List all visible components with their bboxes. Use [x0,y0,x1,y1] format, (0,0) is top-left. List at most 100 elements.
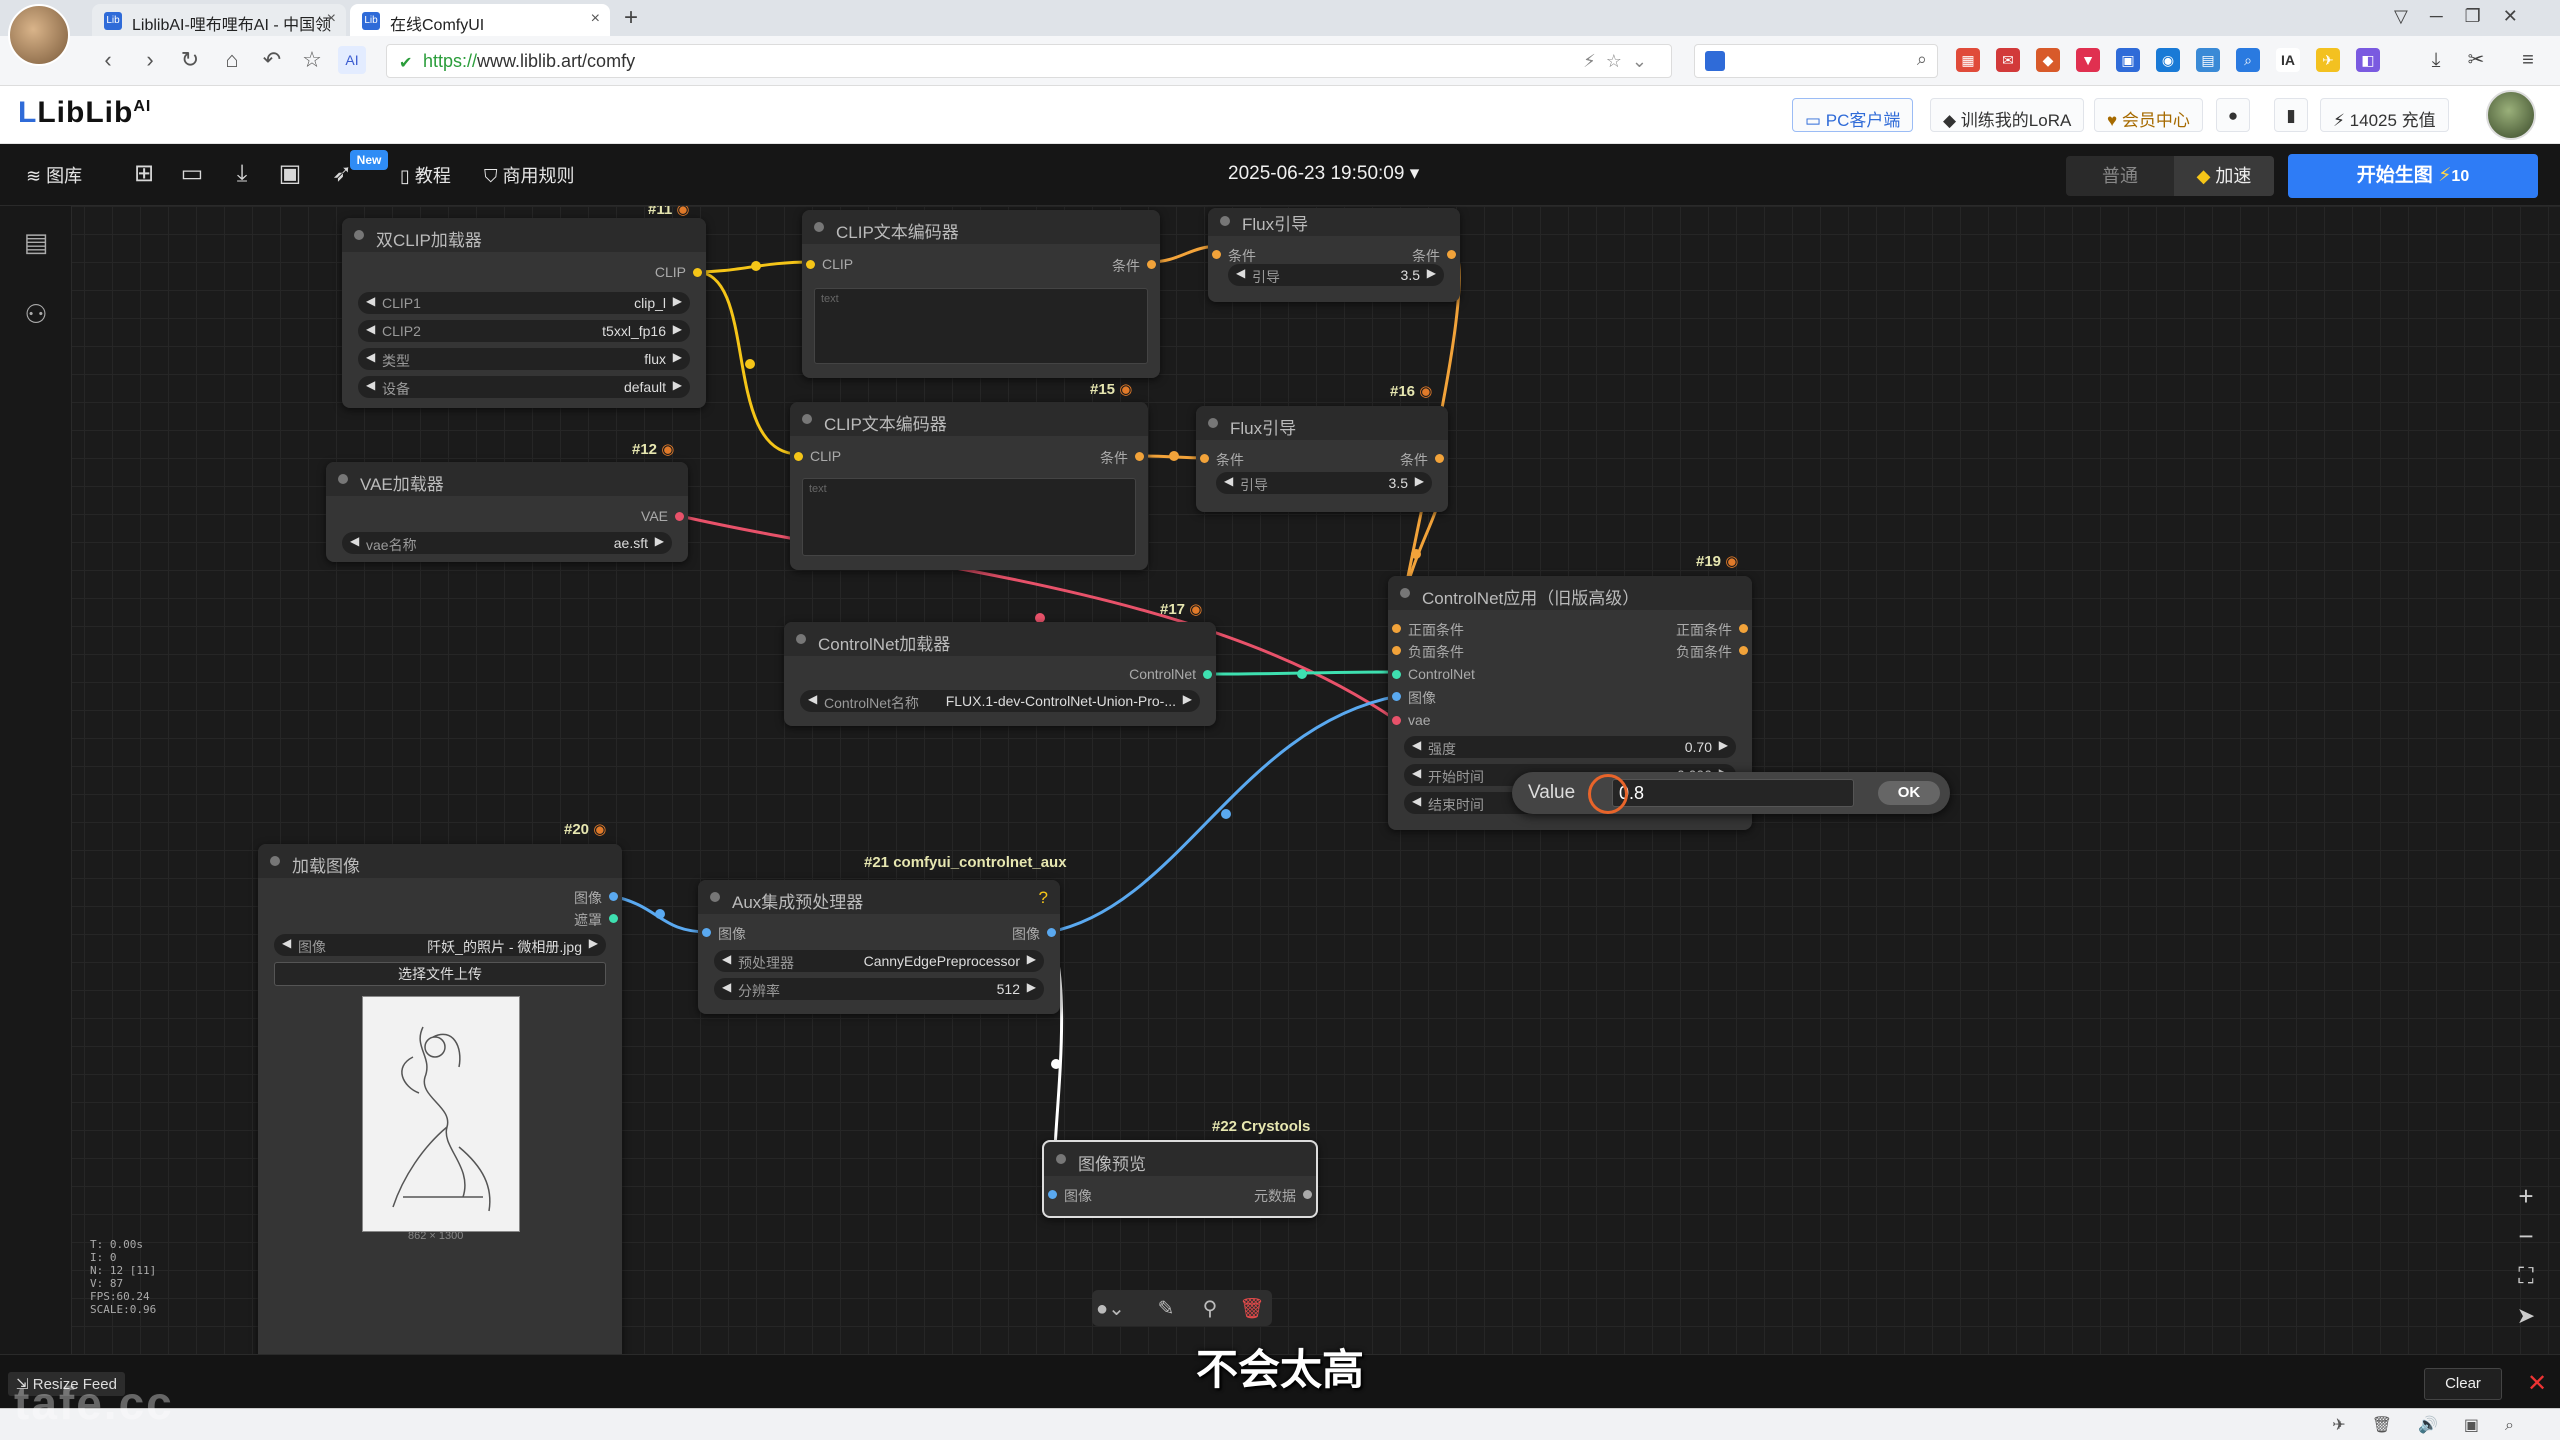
new-workflow-icon[interactable]: ⊞ [133,160,155,187]
output-conditioning[interactable]: 条件 [1400,450,1448,470]
zoom-in-icon[interactable]: + [2518,1181,2534,1211]
extension-pocket-icon[interactable]: ▼ [2076,48,2100,72]
port-dot-icon[interactable] [1392,670,1401,679]
output-clip[interactable]: CLIP [655,264,706,280]
reload-icon[interactable]: ↻ [180,47,200,72]
output-image[interactable]: 图像 [1012,924,1060,944]
port-dot-icon[interactable] [806,260,815,269]
extension-blue-icon[interactable]: ▣ [2116,48,2140,72]
browser-tab-comfyui[interactable]: Lib 在线ComfyUI × [350,4,610,36]
address-bar[interactable]: ✔ https://www.liblib.art/comfy ⚡☆⌄ [386,44,1672,78]
pc-client-button[interactable]: ▭ PC客户端 [1792,98,1914,132]
port-dot-icon[interactable] [1392,646,1401,655]
collapse-dot-icon[interactable] [1208,418,1218,428]
collapse-dot-icon[interactable] [796,634,806,644]
input-clip[interactable]: CLIP [790,448,841,464]
node-title[interactable]: 图像预览 [1044,1142,1316,1176]
menu-icon[interactable]: ≡ [2522,49,2534,71]
ai-icon[interactable]: AI [338,46,366,74]
save-icon[interactable]: ▣ [278,160,302,187]
port-dot-icon[interactable] [1200,454,1209,463]
help-icon[interactable]: ? [1038,888,1048,907]
output-controlnet[interactable]: ControlNet [1129,666,1216,682]
resize-feed-button[interactable]: ⇲ Resize Feed [8,1372,125,1396]
node-title[interactable]: Flux引导 [1196,406,1448,440]
extension-window-icon[interactable]: ▤ [2196,48,2220,72]
collapse-dot-icon[interactable] [338,474,348,484]
output-conditioning[interactable]: 条件 [1412,246,1460,266]
output-mask[interactable]: 遮罩 [574,910,622,930]
mode-fast-button[interactable]: ◆ 加速 [2174,156,2274,196]
extension-ia-icon[interactable]: IA [2276,48,2300,72]
extension-red-icon[interactable]: ✉ [1996,48,2020,72]
input-positive[interactable]: 正面条件 [1388,620,1464,640]
collapse-dot-icon[interactable] [1220,216,1230,226]
download-icon[interactable]: ⤓ [236,160,248,187]
port-dot-icon[interactable] [1739,624,1748,633]
folder-icon[interactable]: ▮ [2274,98,2308,132]
train-lora-button[interactable]: ◆ 训练我的LoRA [1930,98,2085,132]
mode-normal-button[interactable]: 普通 [2066,156,2174,196]
scissors-icon[interactable]: ✂ [2467,49,2485,71]
fit-view-icon[interactable]: ⛶ [2518,1263,2534,1288]
download-icon[interactable]: ⤓ [2431,49,2441,71]
value-input[interactable] [1612,779,1854,807]
output-negative[interactable]: 负面条件 [1676,642,1752,662]
close-tab-icon[interactable]: × [590,10,600,27]
node-image-preview[interactable]: 图像预览 图像 元数据 [1042,1140,1318,1218]
input-image[interactable]: 图像 [1044,1186,1092,1206]
port-dot-icon[interactable] [1048,1190,1057,1199]
node-clip-text-encoder-1[interactable]: CLIP文本编码器 CLIP 条件 text [802,210,1160,378]
port-dot-icon[interactable] [693,268,702,277]
clear-button[interactable]: Clear [2424,1368,2502,1400]
input-vae[interactable]: vae [1388,712,1431,728]
node-title[interactable]: Flux引导 [1208,208,1460,236]
locate-icon[interactable]: ➤ [2516,1303,2536,1328]
node-title[interactable]: 加载图像 [258,844,622,878]
input-conditioning[interactable]: 条件 [1208,246,1256,266]
value-ok-button[interactable]: OK [1878,781,1940,805]
node-controlnet-apply[interactable]: ControlNet应用（旧版高级） 正面条件 负面条件 ControlNet … [1388,576,1752,830]
output-vae[interactable]: VAE [641,508,688,524]
open-folder-icon[interactable]: ▭ [180,160,204,187]
browser-tab-liblib[interactable]: Lib LiblibAI-哩布哩布AI - 中国领 × [92,4,346,36]
node-title[interactable]: CLIP文本编码器 [802,210,1160,244]
input-image[interactable]: 图像 [1388,688,1436,708]
user-avatar[interactable] [2486,90,2536,140]
port-dot-icon[interactable] [1303,1190,1312,1199]
port-dot-icon[interactable] [675,512,684,521]
pin-icon[interactable]: ⚲ [1202,1298,1218,1320]
collapse-dot-icon[interactable] [270,856,280,866]
port-dot-icon[interactable] [1435,454,1444,463]
port-dot-icon[interactable] [609,914,618,923]
color-picker-icon[interactable]: ●⌄ [1096,1298,1125,1320]
bypass-icon[interactable]: ✎ [1157,1298,1175,1320]
collapse-dot-icon[interactable] [1400,588,1410,598]
new-tab-icon[interactable]: + [624,4,639,31]
port-dot-icon[interactable] [1392,716,1401,725]
port-dot-icon[interactable] [1739,646,1748,655]
output-image[interactable]: 图像 [574,888,622,908]
extension-grid-icon[interactable]: ▦ [1956,48,1980,72]
generate-button[interactable]: 开始生图 ⚡10 [2288,154,2538,198]
port-dot-icon[interactable] [1135,452,1144,461]
minimize-icon[interactable]: ─ [2429,6,2465,26]
collapse-dot-icon[interactable] [710,892,720,902]
node-clip-text-encoder-2[interactable]: CLIP文本编码器 CLIP 条件 text [790,402,1148,570]
liblib-logo[interactable]: LLibLibAI [18,96,151,130]
extension-purple-icon[interactable]: ◧ [2356,48,2380,72]
home-icon[interactable]: ⌂ [225,47,239,72]
input-controlnet[interactable]: ControlNet [1388,666,1475,682]
rules-button[interactable]: ⛉ 商用规则 [484,162,575,188]
browser-search-input[interactable]: ⌕ [1694,44,1938,78]
close-window-icon[interactable]: ✕ [2502,6,2540,26]
close-tab-icon[interactable]: × [326,10,336,27]
